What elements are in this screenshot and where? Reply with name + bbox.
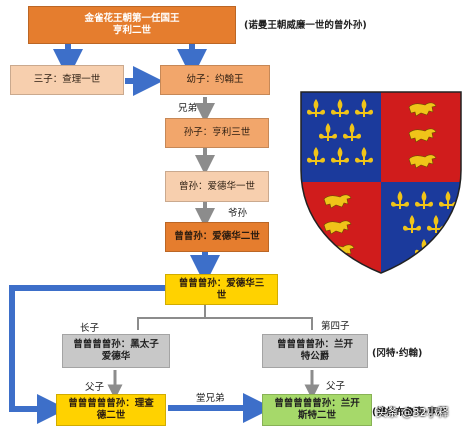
node-henry2[interactable]: 金雀花王朝第一任国王 亨利二世 <box>28 6 236 44</box>
label-father-son-right: 父子 <box>326 381 346 392</box>
arrow-edward3-richard <box>9 285 165 424</box>
node-black-prince[interactable]: 曾曾曾曾孙：黑太子 爱德华 <box>62 334 170 368</box>
label-cousins: 堂兄弟 <box>196 393 225 404</box>
node-edward2[interactable]: 曾曾孙：爱德华二世 <box>165 222 269 252</box>
node-henry3[interactable]: 孙子：亨利三世 <box>165 118 269 148</box>
label-grandpa-grandson: 爷孙 <box>228 208 248 219</box>
node-charles[interactable]: 三子：查理一世 <box>10 65 124 95</box>
line-split <box>137 305 206 330</box>
royal-coat-of-arms-icon <box>296 90 466 275</box>
line-split-right <box>205 317 313 330</box>
node-richard2[interactable]: 曾曾曾曾曾孙：理查 德二世 <box>56 394 166 426</box>
note-william: (诺曼王朝威廉一世的曾外孙) <box>244 20 367 31</box>
label-fourth-son: 第四子 <box>321 321 350 332</box>
note-henry4: (博林布鲁克·亨利 <box>372 407 447 418</box>
node-edward3[interactable]: 曾曾曾孙：爱德华三 世 <box>165 274 278 305</box>
node-edward1[interactable]: 曾孙：爱德华一世 <box>165 171 269 202</box>
label-father-son-left: 父子 <box>85 382 105 393</box>
watermark: 头条 @32小释 <box>376 406 449 419</box>
label-brothers: 兄弟 <box>178 103 198 114</box>
note-lionel: (冈特·约翰) <box>372 348 423 359</box>
node-lionel[interactable]: 曾曾曾曾孙：兰开 特公爵 <box>262 334 368 368</box>
node-henry4[interactable]: 曾曾曾曾曾孙：兰开 斯特二世 <box>262 394 372 426</box>
label-eldest-son: 长子 <box>80 323 100 334</box>
node-john[interactable]: 幼子：约翰王 <box>160 65 270 95</box>
